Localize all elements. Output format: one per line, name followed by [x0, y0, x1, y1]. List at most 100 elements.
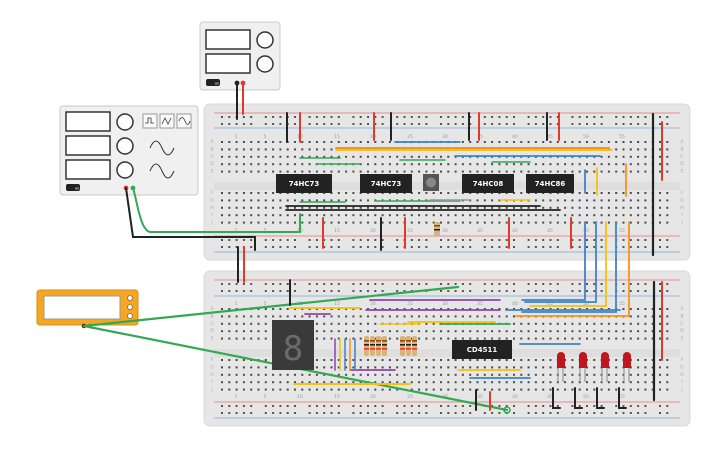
wire-fg-ground[interactable] — [125, 187, 256, 251]
row-letter: G — [680, 364, 684, 370]
dc-power-supply[interactable]: on — [199, 21, 281, 91]
push-button[interactable] — [423, 174, 439, 191]
chip-cd4511[interactable]: CD4511 — [452, 340, 512, 359]
resistor[interactable] — [370, 336, 375, 356]
amplitude-knob[interactable] — [116, 137, 134, 155]
seven-segment-display[interactable]: 8 — [272, 320, 314, 370]
power-supply-on-button[interactable] — [206, 79, 220, 86]
row-letter: C — [680, 321, 683, 327]
wire-fg-signal[interactable] — [132, 187, 301, 233]
row-letter: B — [210, 146, 213, 152]
voltage-display — [205, 29, 251, 50]
column-number: 50 — [583, 134, 589, 140]
column-number: 40 — [512, 228, 518, 234]
row-letter: J — [210, 387, 212, 393]
frequency-display — [65, 111, 111, 132]
row-letter: F — [211, 357, 214, 363]
led-array[interactable] — [557, 352, 631, 382]
mode-resistance-button[interactable] — [127, 313, 133, 319]
column-number: 35 — [477, 394, 483, 400]
row-letter: J — [680, 387, 682, 393]
led[interactable] — [579, 352, 587, 382]
column-number: 20 — [370, 301, 376, 307]
positive-terminal[interactable] — [240, 80, 246, 86]
led[interactable] — [557, 352, 565, 382]
row-letter: D — [210, 161, 214, 167]
resistor[interactable] — [412, 336, 417, 356]
row-letter: I — [211, 212, 212, 218]
function-generator[interactable]: on — [59, 105, 199, 196]
resistor[interactable] — [364, 336, 369, 356]
multimeter-display — [43, 295, 121, 320]
negative-terminal[interactable] — [234, 80, 240, 86]
row-letter: F — [681, 357, 684, 363]
breadboard-holes[interactable] — [221, 283, 669, 414]
multimeter[interactable] — [36, 289, 139, 329]
row-letter: E — [211, 336, 214, 342]
column-number: 50 — [583, 301, 589, 307]
column-number: 15 — [334, 301, 340, 307]
wire-probe-com[interactable] — [82, 285, 460, 328]
row-letter: E — [681, 169, 684, 175]
row-letter: C — [680, 154, 683, 160]
column-number: 45 — [547, 301, 553, 307]
column-number: 35 — [477, 301, 483, 307]
column-number: 30 — [442, 228, 448, 234]
row-letter: F — [681, 190, 684, 196]
chip-74hc73-1[interactable]: 74HC73 — [276, 174, 332, 193]
row-letter: A — [680, 306, 684, 312]
row-letter: A — [680, 139, 684, 145]
resistor[interactable] — [406, 336, 411, 356]
frequency-knob[interactable] — [116, 113, 134, 131]
function-generator-on-button[interactable] — [66, 184, 80, 191]
triangle-wave-button[interactable] — [159, 113, 175, 129]
column-number: 25 — [407, 134, 413, 140]
breadboard-holes[interactable] — [221, 116, 669, 248]
column-number: 5 — [264, 134, 267, 140]
chip-74hc08[interactable]: 74HC08 — [462, 174, 514, 193]
column-number: 45 — [547, 394, 553, 400]
column-number: 45 — [547, 134, 553, 140]
offset-knob[interactable] — [116, 161, 134, 179]
row-letter: H — [680, 372, 683, 378]
led[interactable] — [601, 352, 609, 382]
chip-label: 74HC73 — [371, 180, 402, 188]
led[interactable] — [623, 352, 631, 382]
column-number: 5 — [264, 394, 267, 400]
wires[interactable] — [82, 84, 663, 414]
row-letter: B — [210, 313, 213, 319]
column-number: 5 — [264, 301, 267, 307]
chip-label: 74HC73 — [289, 180, 320, 188]
mode-voltage-button[interactable] — [127, 304, 133, 310]
chip-74hc86[interactable]: 74HC86 — [526, 174, 574, 193]
row-letter: D — [680, 328, 684, 334]
resistor[interactable] — [376, 336, 381, 356]
column-number: 1 — [235, 394, 238, 400]
mode-current-button[interactable] — [127, 295, 133, 301]
voltage-knob[interactable] — [256, 31, 274, 49]
fg-button-label: on — [75, 187, 79, 191]
resistor[interactable] — [434, 222, 440, 236]
column-number: 55 — [619, 394, 625, 400]
current-knob[interactable] — [256, 55, 274, 73]
ic-chips[interactable]: 74HC73 74HC73 74HC08 74HC86 CD4511 — [276, 174, 574, 359]
resistors[interactable] — [364, 222, 440, 356]
square-wave-button[interactable] — [142, 113, 158, 129]
chip-74hc73-2[interactable]: 74HC73 — [360, 174, 412, 193]
row-letter: D — [210, 328, 214, 334]
column-number: 50 — [583, 394, 589, 400]
column-number: 15 — [334, 134, 340, 140]
row-letter: C — [210, 321, 213, 327]
resistor[interactable] — [400, 336, 405, 356]
column-number: 40 — [512, 301, 518, 307]
column-number: 25 — [407, 228, 413, 234]
row-letter: G — [210, 197, 214, 203]
column-number: 30 — [442, 301, 448, 307]
column-number: 55 — [619, 301, 625, 307]
resistor[interactable] — [382, 336, 387, 356]
row-letter: H — [210, 205, 213, 211]
power-button-label: on — [215, 82, 219, 86]
